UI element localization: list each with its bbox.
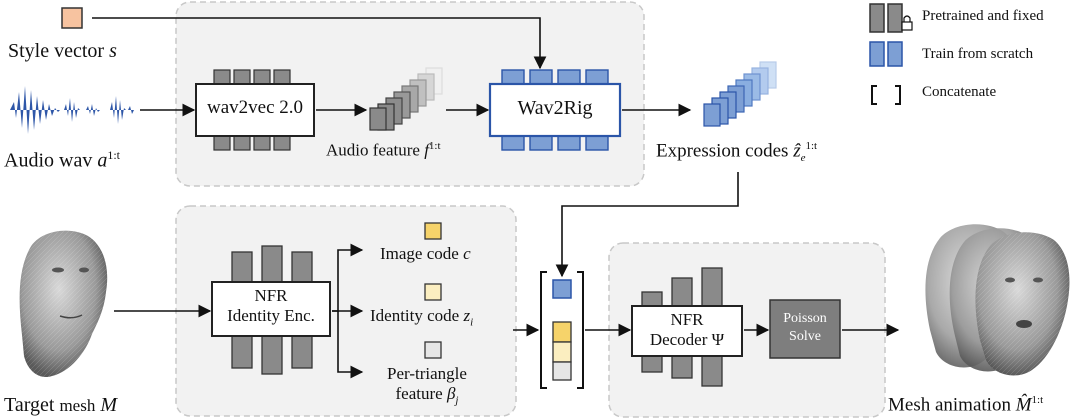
image-code-symbol: c (463, 244, 471, 263)
mesh-animation-label: Mesh animation M̂1:t (888, 394, 1043, 416)
per-triangle-line1: Per-triangle (387, 364, 467, 383)
identity-code-text: Identity code (370, 306, 460, 325)
image-code-text: Image code (380, 244, 459, 263)
wav2vec-block (195, 69, 315, 151)
legend-concat-icon (871, 85, 901, 105)
poisson-line2: Solve (789, 329, 821, 344)
legend-scratch-icon (869, 41, 903, 67)
poisson-label: Poisson Solve (770, 310, 840, 346)
wav2rig-block (488, 69, 622, 151)
per-triangle-line2-text: feature (395, 384, 443, 403)
nfr-decoder-line2: Decoder Ψ (649, 330, 725, 349)
poisson-line1: Poisson (783, 311, 827, 326)
legend-concat-label: Concatenate (922, 84, 997, 100)
mesh-animation-superscript: 1:t (1031, 394, 1044, 406)
audio-waveform (10, 86, 134, 134)
audio-wav-text: Audio wav (4, 149, 93, 172)
nfr-encoder-line1: NFR (254, 286, 288, 305)
identity-code-square (424, 283, 442, 301)
audio-wav-symbol: a (97, 149, 108, 172)
concatenated-vector (540, 271, 584, 389)
nfr-encoder-label: NFR Identity Enc. (212, 286, 330, 326)
mesh-animation-heads (925, 224, 1070, 376)
target-mesh-text-a: Target (4, 394, 55, 416)
style-vector-symbol: s (109, 40, 117, 62)
audio-wav-label: Audio wav a1:t (4, 148, 120, 173)
per-triangle-square (424, 341, 442, 359)
style-vector-square (61, 7, 83, 29)
legend-scratch-label: Train from scratch (922, 46, 1034, 62)
expression-codes-subscript: e (800, 152, 806, 165)
wav2vec-label: wav2vec 2.0 (206, 97, 304, 118)
audio-feature-text: Audio feature (326, 140, 420, 160)
per-triangle-symbol: β (446, 384, 456, 403)
audio-feature-symbol: f (424, 140, 429, 160)
nfr-encoder-line2: Identity Enc. (227, 306, 315, 325)
target-mesh-symbol: M (100, 394, 117, 416)
image-code-label: Image code c (380, 244, 471, 264)
target-mesh-head (19, 230, 108, 378)
audio-feature-label: Audio feature f1:t (326, 140, 441, 161)
per-triangle-label: Per-triangle feature βj (372, 364, 482, 410)
audio-wav-superscript: 1:t (107, 148, 120, 162)
legend-pretrained-icon (869, 3, 913, 33)
mesh-animation-symbol: M̂ (1015, 394, 1032, 416)
connector-arrows (92, 17, 900, 379)
per-triangle-line2: feature βj (372, 384, 482, 410)
mesh-animation-text: Mesh animation (888, 394, 1011, 416)
expression-codes-superscript: 1:t (805, 140, 818, 152)
identity-code-symbol: z (463, 306, 471, 325)
expression-codes-text: Expression codes (656, 140, 789, 162)
expression-codes-label: Expression codes ẑe1:t (656, 140, 817, 164)
identity-code-subscript: i (470, 316, 474, 329)
target-mesh-label: Target mesh M (4, 394, 117, 417)
legend-pretrained-label: Pretrained and fixed (922, 8, 1044, 24)
style-vector-label: Style vector s (8, 40, 117, 63)
nfr-decoder-line1: NFR (670, 310, 704, 329)
expression-codes-stack (703, 61, 777, 127)
nfr-identity-encoder-block (211, 245, 331, 375)
audio-feature-stack (369, 67, 443, 131)
per-triangle-subscript: j (455, 394, 459, 407)
style-vector-text: Style vector (8, 40, 105, 62)
image-code-square (424, 222, 442, 240)
identity-code-label: Identity code zi (370, 306, 473, 328)
target-mesh-text-b: mesh (59, 396, 96, 415)
nfr-decoder-block (631, 267, 743, 387)
nfr-decoder-label: NFR Decoder Ψ (632, 310, 742, 350)
wav2rig-label: Wav2Rig (517, 97, 593, 119)
expression-codes-symbol: ẑ (793, 140, 801, 162)
audio-feature-superscript: 1:t (428, 140, 441, 152)
poisson-solve-block (769, 299, 841, 359)
